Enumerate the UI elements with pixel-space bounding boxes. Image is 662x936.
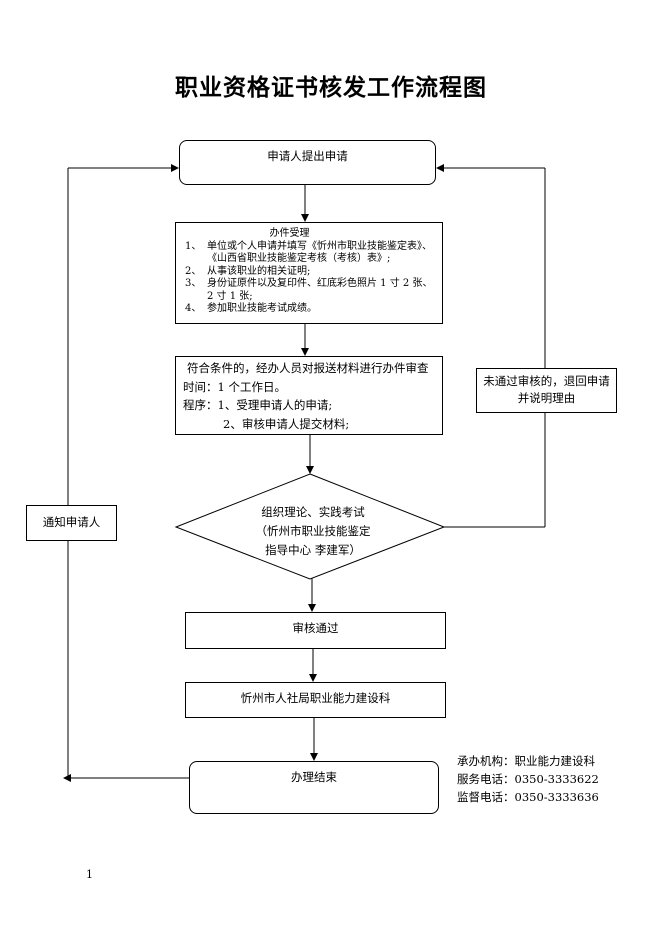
item-number: 1、 xyxy=(185,240,202,252)
exam-line-1: 组织理论、实践考试 xyxy=(261,505,365,519)
review-line-4: 2、审核申请人提交材料; xyxy=(223,416,350,431)
accept-item-3: 3、 身份证原件以及复印件、红底彩色照片 1 寸 2 张、2 寸 1 张; xyxy=(185,278,434,303)
accept-item-4: 4、 参加职业技能考试成绩。 xyxy=(185,303,434,316)
apply-box: 申请人提出申请 xyxy=(179,140,436,185)
contact-info: 承办机构：职业能力建设科 服务电话：0350-3333622 监督电话：0350… xyxy=(457,752,599,806)
item-number: 3、 xyxy=(185,278,202,289)
contact-service-phone: 服务电话：0350-3333622 xyxy=(457,772,599,786)
notify-box: 通知申请人 xyxy=(26,505,117,541)
accept-heading: 办件受理 xyxy=(269,228,310,239)
exam-text: 组织理论、实践考试 （忻州市职业技能鉴定 指导中心 李建军） xyxy=(228,503,398,560)
exam-diamond xyxy=(174,473,446,580)
exam-line-2: （忻州市职业技能鉴定 xyxy=(255,524,371,538)
accept-item-2: 2、 从事该职业的相关证明; xyxy=(185,266,434,279)
section-box: 忻州市人社局职业能力建设科 xyxy=(185,682,446,718)
passed-label: 审核通过 xyxy=(292,621,339,635)
passed-box: 审核通过 xyxy=(185,612,446,649)
review-line-1: 符合条件的，经办人员对报送材料进行办件审查 xyxy=(187,361,429,375)
item-text: 参加职业技能考试成绩。 xyxy=(207,303,317,314)
page-title: 职业资格证书核发工作流程图 xyxy=(175,74,487,101)
item-text: 身份证原件以及复印件、红底彩色照片 1 寸 2 张、2 寸 1 张; xyxy=(207,278,433,302)
item-text: 单位或个人申请并填写《忻州市职业技能鉴定表》、《山西省职业技能鉴定考核（考核）表… xyxy=(207,240,432,265)
page-number: 1 xyxy=(86,868,93,881)
item-number: 2、 xyxy=(185,265,202,277)
notify-label: 通知申请人 xyxy=(42,515,101,529)
finish-label: 办理结束 xyxy=(291,770,337,784)
exam-line-3: 指导中心 李建军） xyxy=(265,543,361,557)
contact-org: 承办机构：职业能力建设科 xyxy=(457,754,595,768)
contact-supervise-phone: 监督电话：0350-3333636 xyxy=(457,790,599,804)
review-box: 符合条件的，经办人员对报送材料进行办件审查 时间：1 个工作日。 程序：1、受理… xyxy=(175,356,443,435)
section-label: 忻州市人社局职业能力建设科 xyxy=(240,691,391,705)
review-line-2: 时间：1 个工作日。 xyxy=(183,379,286,394)
item-number: 4、 xyxy=(185,303,202,314)
apply-label: 申请人提出申请 xyxy=(267,149,348,163)
accept-box: 办件受理 1、 单位或个人申请并填写《忻州市职业技能鉴定表》、《山西省职业技能鉴… xyxy=(175,222,443,324)
reject-label: 未通过审核的，退回申请并说明理由 xyxy=(483,374,610,405)
finish-box: 办理结束 xyxy=(189,761,439,814)
reject-box: 未通过审核的，退回申请并说明理由 xyxy=(476,368,617,413)
item-text: 从事该职业的相关证明; xyxy=(207,265,311,277)
accept-item-1: 1、 单位或个人申请并填写《忻州市职业技能鉴定表》、《山西省职业技能鉴定考核（考… xyxy=(185,241,434,266)
review-line-3: 程序：1、受理申请人的申请; xyxy=(183,398,333,412)
